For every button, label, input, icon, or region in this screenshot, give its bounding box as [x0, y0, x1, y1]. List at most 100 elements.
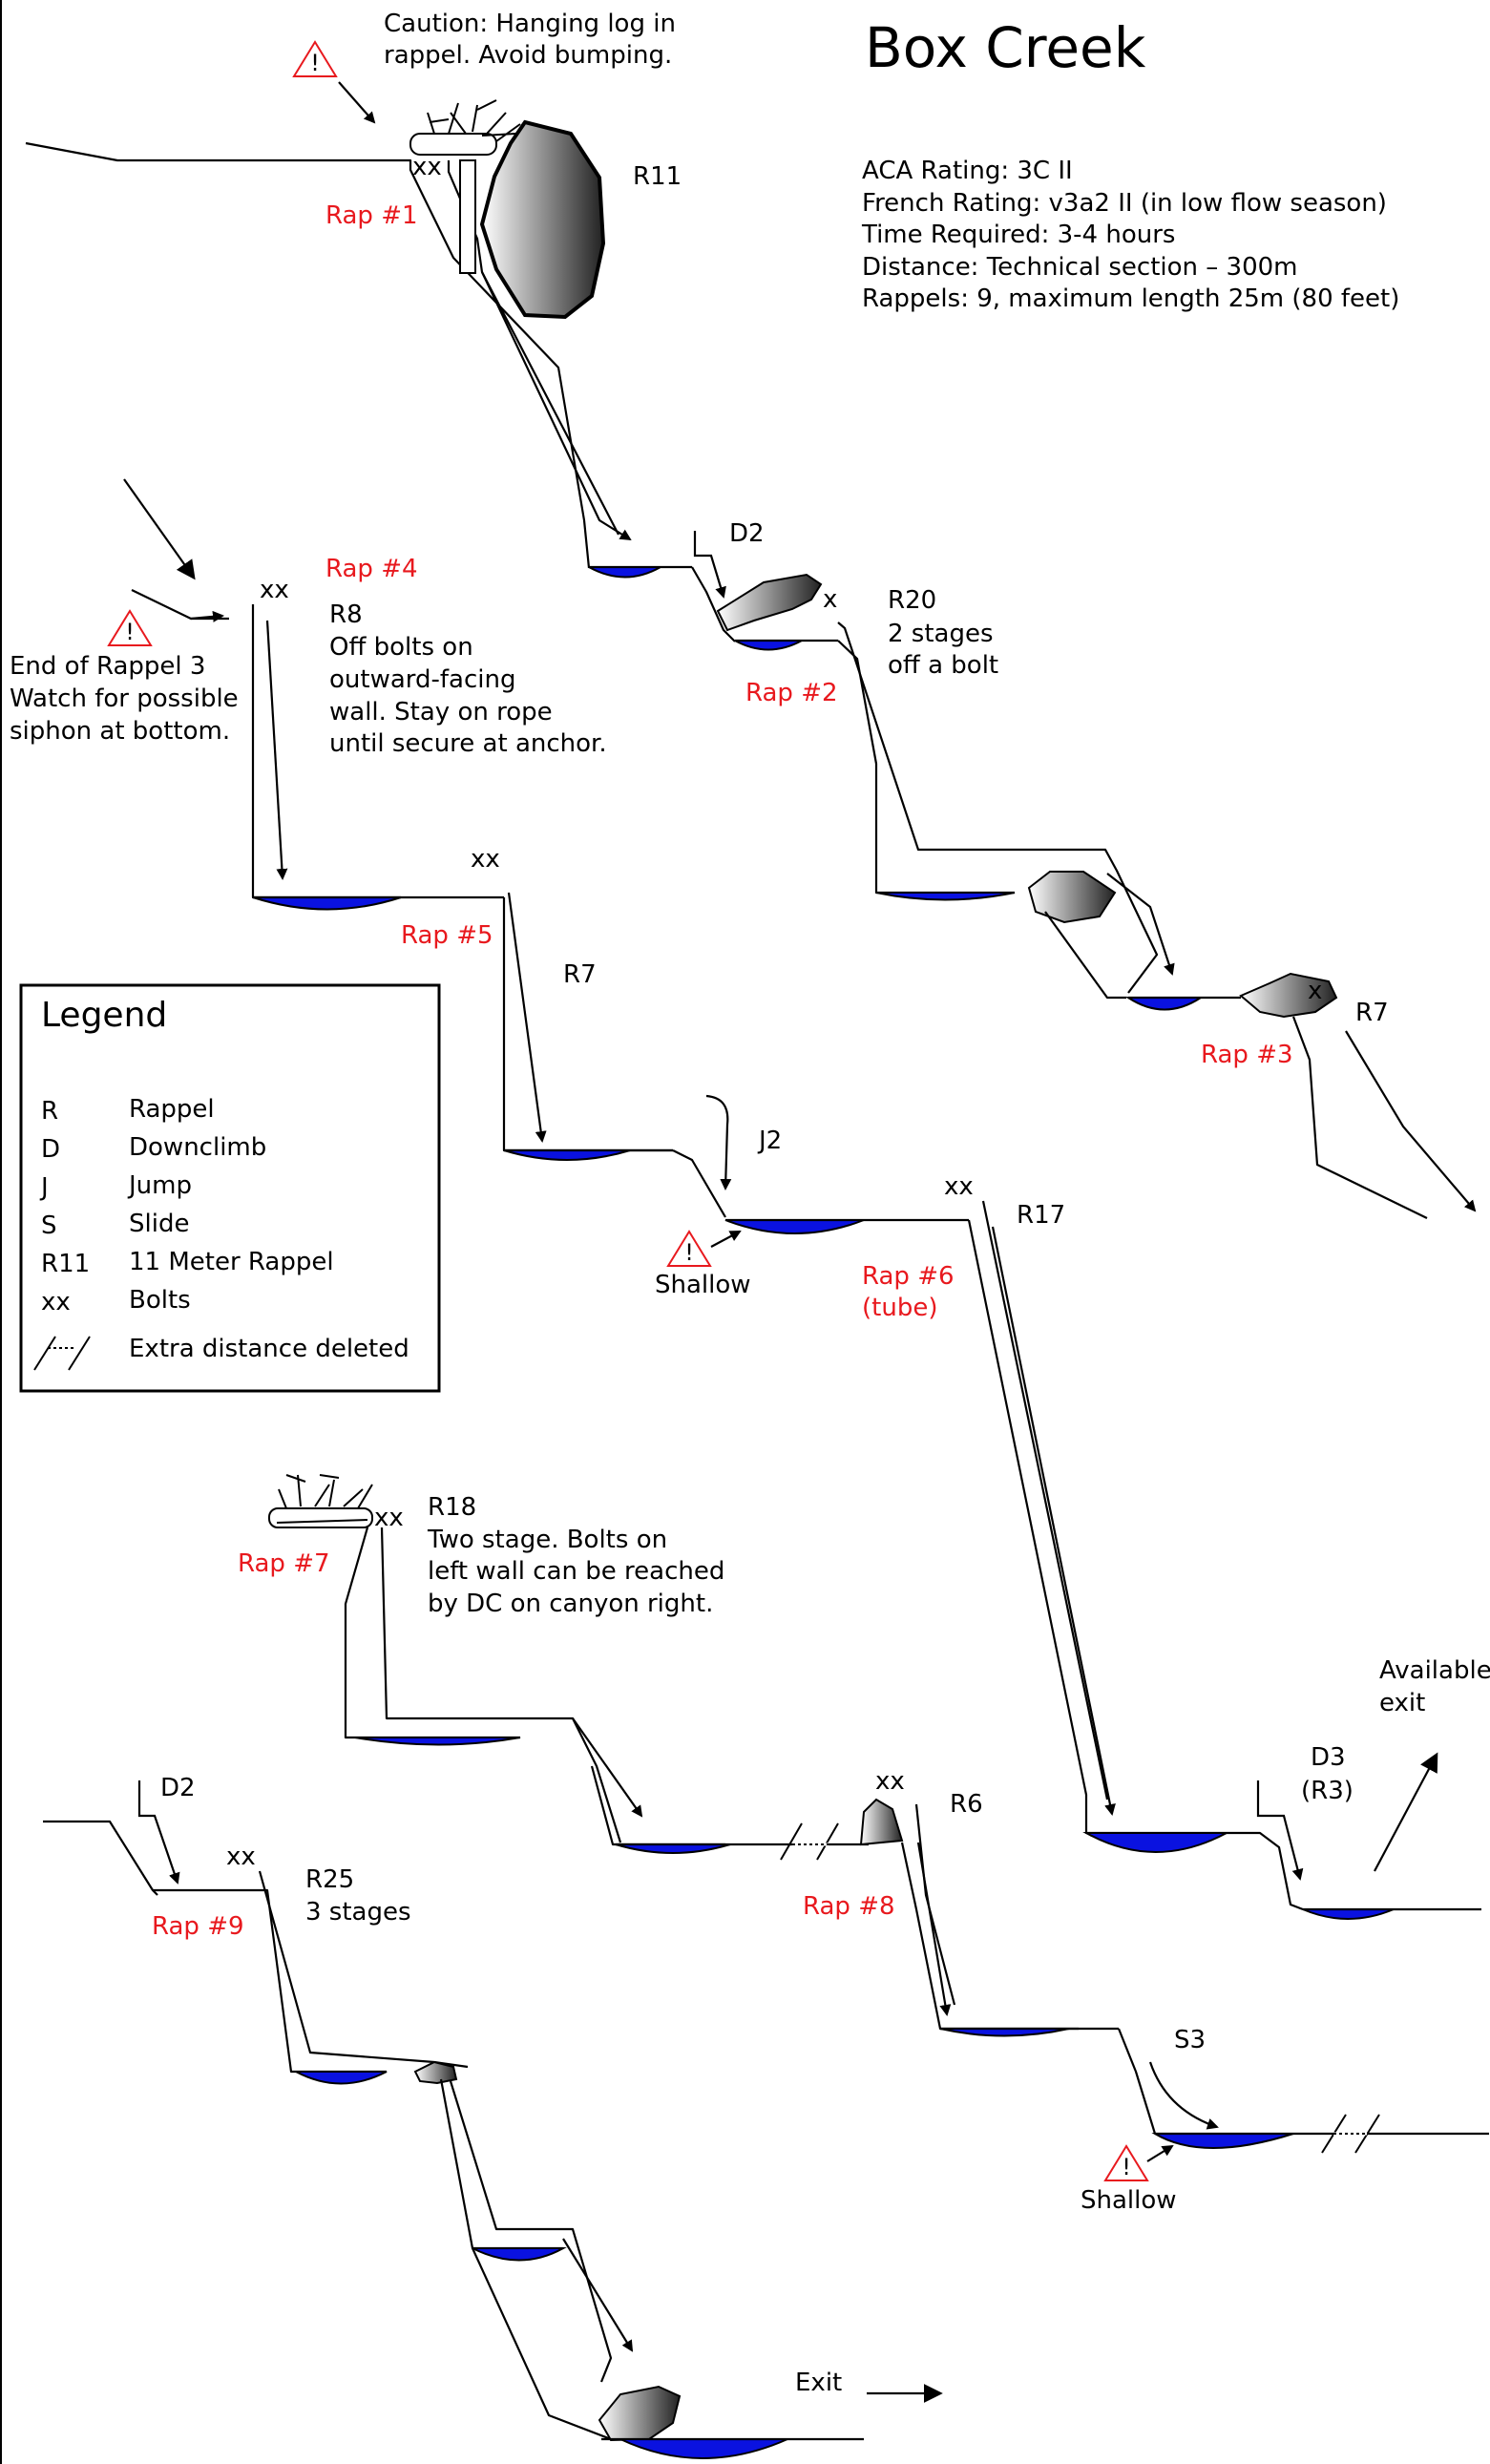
aca-rating: ACA Rating: 3C II [862, 157, 1073, 185]
siphon-warning-icon [108, 610, 152, 646]
d3-arrow [1256, 1780, 1304, 1881]
legend-desc-s: Slide [129, 1210, 189, 1238]
pool-10 [615, 1843, 731, 1854]
rap8-rock [859, 1798, 904, 1846]
rap2-note-line3: off a bolt [888, 651, 998, 680]
bolts-rap5: xx [471, 845, 500, 874]
d2-arrow [693, 531, 726, 599]
large-boulder [479, 119, 606, 320]
pool-3a [875, 892, 1016, 901]
rap6-right-wall [981, 1200, 1109, 1801]
available-exit-line1: Available [1379, 1656, 1490, 1685]
end-rap3-note-line3: siphon at bottom. [10, 717, 230, 746]
shallow-pointer-2 [1146, 2144, 1174, 2162]
rap7-route [572, 1717, 643, 1818]
exit-label: Exit [795, 2369, 842, 2397]
time-required: Time Required: 3-4 hours [861, 221, 1175, 249]
pool-7 [1082, 1832, 1228, 1853]
shallow-note-2: Shallow [1081, 2186, 1177, 2215]
rap3-lower-left-wall [1291, 1016, 1428, 1219]
pool-5 [503, 1149, 631, 1161]
pool-8 [1302, 1908, 1395, 1920]
rap4-label: Rap #4 [325, 555, 418, 583]
rap2-label: Rap #2 [745, 679, 838, 707]
rap6-label: Rap #6 [862, 1262, 955, 1291]
rap8-route [916, 1842, 952, 2016]
slide-s3: S3 [1174, 2026, 1206, 2054]
page-title: Box Creek [865, 15, 1146, 80]
rap7-note-line4: by DC on canyon right. [428, 1590, 713, 1618]
downclimb-d3: D3 [1311, 1743, 1346, 1772]
distance: Distance: Technical section – 300m [862, 253, 1298, 282]
info-block: ACA Rating: 3C II French Rating: v3a2 II… [861, 157, 1399, 313]
pool-14 [472, 2247, 567, 2262]
shallow-note-1: Shallow [655, 1271, 751, 1299]
d2-rap9-arrow [137, 1780, 180, 1885]
rap3-rock-lower [1239, 972, 1338, 1019]
legend-key-xx: xx [41, 1288, 71, 1316]
bolts-rap4: xx [260, 576, 289, 604]
caution-arrow [338, 81, 376, 124]
rap6-left-wall [967, 1219, 1304, 1911]
downclimb-d2-bottom: D2 [160, 1774, 196, 1802]
bolt-rap3: x [1308, 977, 1322, 1005]
pool-1 [588, 566, 664, 579]
s3-slide-wall [1117, 2028, 1157, 2135]
shallow-warning-icon-1 [667, 1231, 711, 1267]
pool-final [619, 2438, 788, 2459]
rap7-note-line2: Two stage. Bolts on [427, 1526, 667, 1554]
entry-arrow-rap4 [123, 478, 196, 580]
rap8-grade: R6 [950, 1790, 983, 1819]
section-rap4-rap6: End of Rappel 3 Watch for possible sipho… [10, 478, 1490, 1920]
rap2-note-line2: 2 stages [888, 620, 994, 648]
rap9-route [562, 2238, 634, 2352]
shallow-pointer-1 [710, 1231, 742, 1248]
rap3-rock-upper [1027, 871, 1117, 924]
rap7-floor [590, 1765, 725, 1846]
rap8-left-wall [900, 1842, 1079, 2031]
bolts-rap6: xx [944, 1172, 974, 1201]
legend-desc-xx: Bolts [129, 1286, 191, 1315]
legend-desc-r11: 11 Meter Rappel [129, 1248, 334, 1276]
rap4-note-line3: outward-facing [329, 665, 515, 694]
rap5-wall [502, 897, 673, 1152]
rap7-note-line3: left wall can be reached [428, 1557, 724, 1586]
rap3-exit-arrow [1345, 1030, 1477, 1212]
shallow-warning-icon-2 [1104, 2145, 1148, 2181]
slide-arrow [1148, 2061, 1219, 2130]
rap5-label: Rap #5 [401, 921, 493, 950]
rap5-route [507, 892, 547, 1143]
extra-distance-deleted-icon [33, 1336, 91, 1371]
d2-downclimb-wall [691, 566, 736, 642]
pool-4 [252, 896, 402, 911]
bolts-rap8: xx [875, 1767, 905, 1796]
rap3-grade: R7 [1355, 999, 1389, 1027]
downclimb-d3-alt: (R3) [1301, 1777, 1354, 1805]
j2-drop-wall [672, 1149, 726, 1218]
extra-distance-deleted-mark-1 [780, 1822, 839, 1861]
rap4-ledge [131, 589, 229, 621]
rap2-right-wall [837, 621, 1159, 994]
legend-key-s: S [41, 1211, 57, 1240]
rap2-grade: R20 [888, 586, 936, 615]
bolts-rap1: xx [412, 153, 442, 181]
jump-arrow [705, 1094, 732, 1190]
rap1-label: Rap #1 [325, 201, 418, 230]
legend-desc-r: Rappel [129, 1095, 215, 1124]
legend-box: Legend R Rappel D Downclimb J Jump S Sli… [19, 983, 441, 1393]
end-rap3-note-line1: End of Rappel 3 [10, 652, 205, 681]
rap2-rock [716, 573, 823, 632]
rap7-grade: R18 [428, 1493, 476, 1522]
legend-key-d: D [41, 1135, 60, 1164]
rap7-log [268, 1474, 373, 1528]
rap1-route [481, 271, 632, 541]
pool-12 [1151, 2133, 1294, 2149]
rap4-note-line5: until secure at anchor. [329, 729, 607, 758]
rap4-grade: R8 [329, 600, 363, 629]
rap7-label: Rap #7 [238, 1549, 330, 1578]
available-exit-arrow [1374, 1752, 1438, 1872]
end-rap3-note-line2: Watch for possible [10, 684, 239, 713]
rap8-right-wall [914, 1803, 956, 2006]
rap5-grade: R7 [563, 960, 597, 989]
rap1-right-wall [447, 160, 619, 536]
